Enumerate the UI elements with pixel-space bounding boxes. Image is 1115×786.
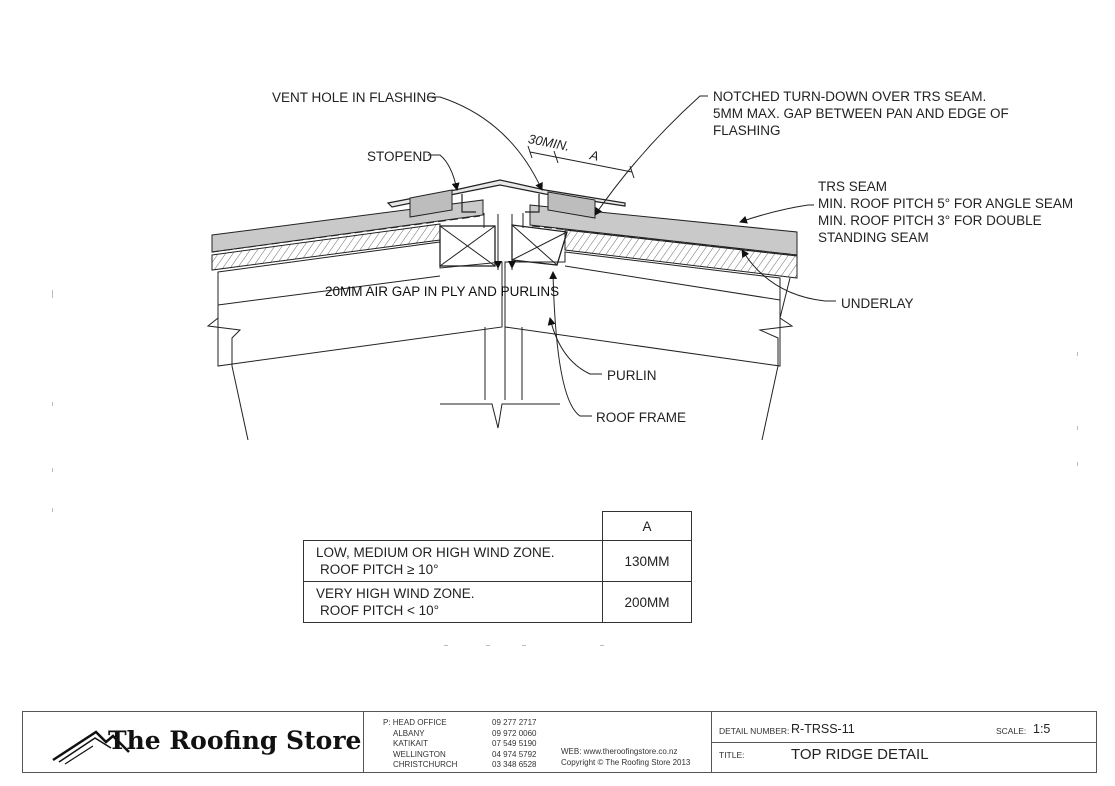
trs-seam-label-1: TRS SEAM <box>818 179 888 194</box>
left-underlay-line <box>211 215 481 253</box>
trs-seam-label-4: STANDING SEAM <box>818 230 929 245</box>
underlay-label: UNDERLAY <box>841 296 914 311</box>
wind-zone-table: A LOW, MEDIUM OR HIGH WIND ZONE. ROOF PI… <box>303 511 692 623</box>
office-name: ALBANY <box>393 728 425 738</box>
office-name: P: HEAD OFFICE <box>383 718 447 727</box>
scale-value: 1:5 <box>1033 722 1051 736</box>
row-desc-line1: VERY HIGH WIND ZONE. <box>316 586 475 601</box>
ridge-post <box>440 327 560 429</box>
table-row: LOW, MEDIUM OR HIGH WIND ZONE. ROOF PITC… <box>303 540 692 582</box>
copyright: Copyright © The Roofing Store 2013 <box>561 757 691 767</box>
left-stopend <box>409 189 453 218</box>
office-name: KATIKAIT <box>393 739 428 748</box>
row-desc-line1: LOW, MEDIUM OR HIGH WIND ZONE. <box>316 545 555 560</box>
office-name: CHRISTCHURCH <box>393 760 458 769</box>
left-purlin <box>439 225 496 267</box>
detail-number-label: DETAIL NUMBER: <box>719 726 790 736</box>
notched-label-1: NOTCHED TURN-DOWN OVER TRS SEAM. <box>713 89 987 104</box>
right-underlay-line <box>531 225 798 256</box>
row-value: 130MM <box>602 540 692 582</box>
row-value: 200MM <box>602 581 692 623</box>
office-phone: 07 549 5190 <box>492 739 537 748</box>
scale-label: SCALE: <box>996 726 1027 736</box>
title-label: TITLE: <box>719 750 745 760</box>
office-phone: 03 348 6528 <box>492 760 537 769</box>
right-ply <box>564 229 798 279</box>
stopend-label: STOPEND <box>367 149 433 164</box>
air-gap-label: 20MM AIR GAP IN PLY AND PURLINS <box>325 284 560 299</box>
vent-hole-label: VENT HOLE IN FLASHING <box>272 90 437 105</box>
detail-number: R-TRSS-11 <box>791 722 855 736</box>
table-row: VERY HIGH WIND ZONE. ROOF PITCH < 10° 20… <box>303 581 692 623</box>
row-desc-line2: ROOF PITCH ≥ 10° <box>320 562 439 577</box>
column-a-header: A <box>602 511 692 541</box>
office-phone: 09 972 0060 <box>492 728 537 738</box>
company-name: The Roofing Store <box>108 726 362 755</box>
purlin-label: PURLIN <box>607 368 657 383</box>
roof-logo-icon <box>52 730 130 765</box>
trs-seam-label-3: MIN. ROOF PITCH 3° FOR DOUBLE <box>818 213 1042 228</box>
title-block: The Roofing Store P: HEAD OFFICE ALBANY … <box>22 711 1097 773</box>
trs-seam-label-2: MIN. ROOF PITCH 5° FOR ANGLE SEAM <box>818 196 1074 211</box>
office-phone: 04 974 5792 <box>492 749 537 759</box>
dimension-line <box>529 151 633 173</box>
notched-label-2: 5MM MAX. GAP BETWEEN PAN AND EDGE OF <box>713 106 1009 121</box>
office-phone: 09 277 2717 <box>492 718 537 727</box>
row-desc-line2: ROOF PITCH < 10° <box>320 603 440 618</box>
office-name: WELLINGTON <box>393 749 446 759</box>
roof-frame-label: ROOF FRAME <box>596 410 686 425</box>
notched-label-3: FLASHING <box>713 123 781 138</box>
right-purlin <box>511 224 568 266</box>
ridge-detail-drawing <box>52 95 1078 646</box>
drawing-title: TOP RIDGE DETAIL <box>791 746 929 763</box>
web-address: WEB: www.theroofingstore.co.nz <box>561 747 678 756</box>
right-stopend <box>547 191 596 219</box>
